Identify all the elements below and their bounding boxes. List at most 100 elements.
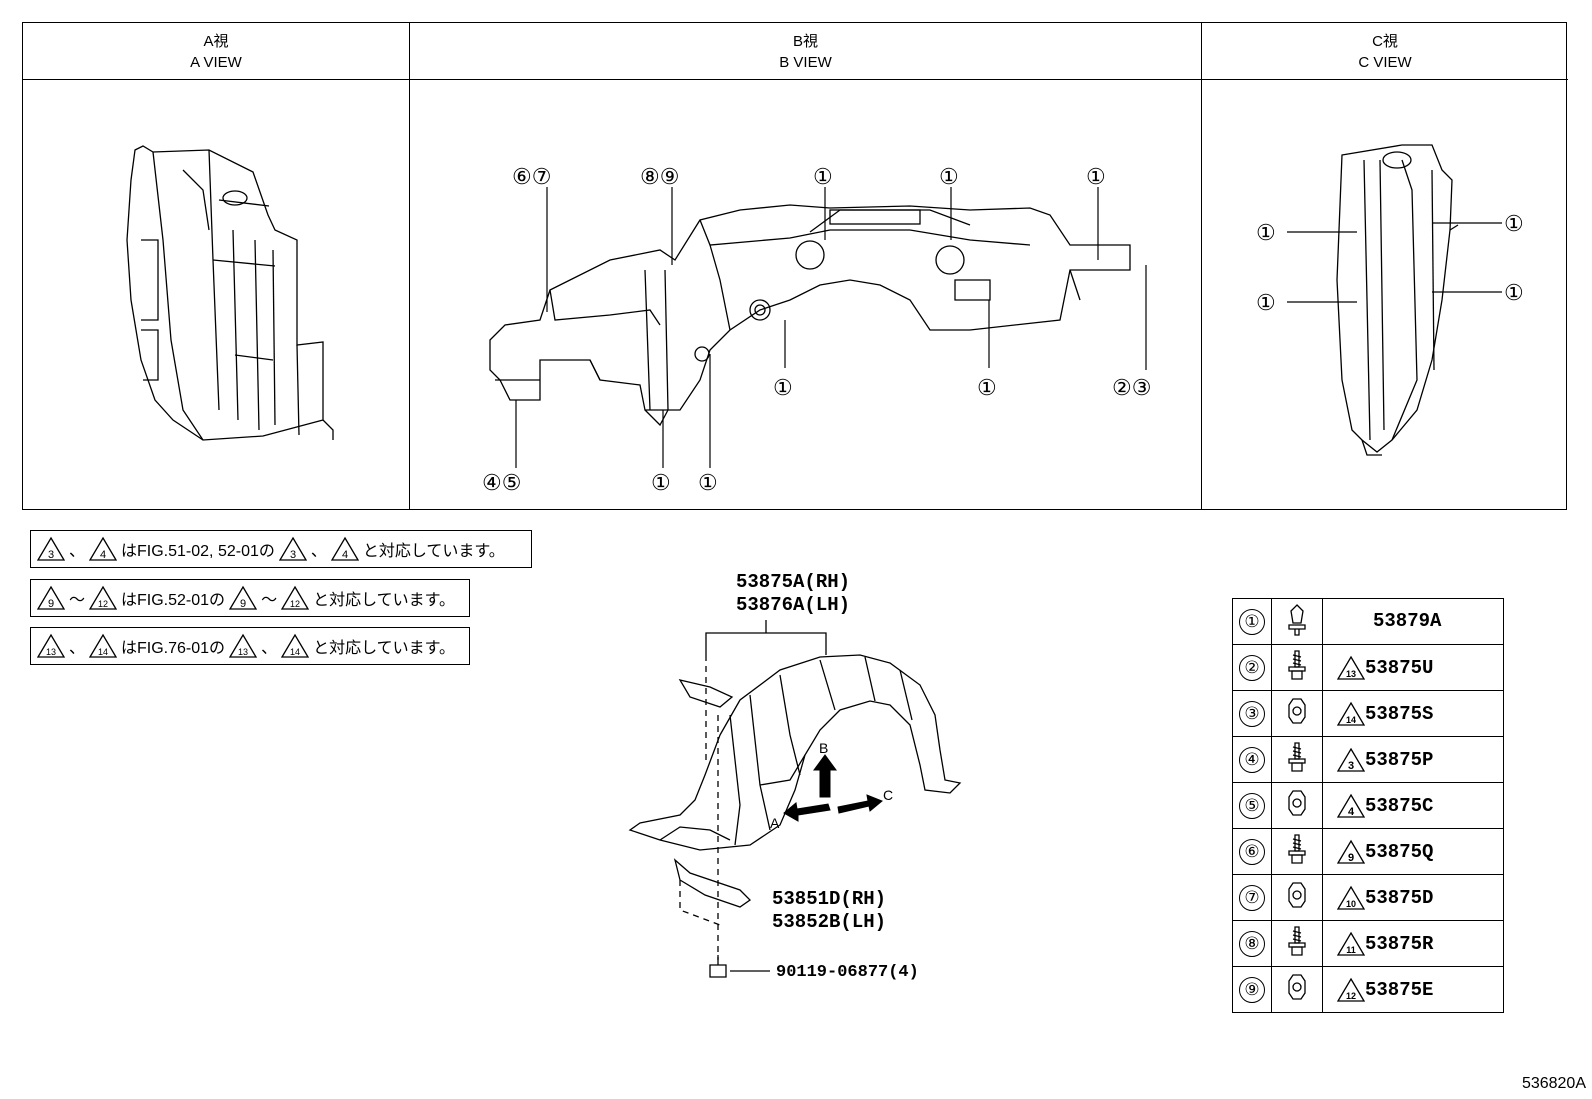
warning-triangle-icon: 4 [1336,793,1366,818]
svg-text:11: 11 [1346,945,1356,955]
screw-icon [1288,650,1306,680]
note-text: と対応しています。 [313,640,455,657]
bolt-part-number: 90119-06877(4) [776,963,919,982]
b-view-drawing: ⑥⑦ ⑧⑨ ① ① ① ① ① ②③ ④⑤ ① ① [482,164,1151,495]
callout-2-3: ②③ [1112,375,1151,400]
nut-icon [1288,698,1306,724]
warning-triangle-icon: 12 [1336,977,1366,1002]
a-view-title-en: A VIEW [190,54,242,71]
note-text: はFIG.76-01の [121,640,226,657]
screw-icon [1288,834,1306,864]
warning-triangle-icon: 14 [89,633,118,658]
svg-text:13: 13 [1346,669,1356,679]
svg-text:9: 9 [48,598,54,610]
screw-icon [1288,926,1306,956]
svg-text:13: 13 [238,647,248,657]
svg-text:4: 4 [342,549,348,561]
warning-triangle-icon: 3 [37,536,65,561]
c-callout-1-b: ① [1256,290,1276,315]
svg-text:3: 3 [1348,760,1354,772]
legend-part-number: 53875S [1365,702,1434,725]
screw-icon [1288,742,1306,772]
legend-part-number: 53875Q [1365,840,1434,863]
a-view-drawing [126,145,334,441]
warning-triangle-icon: 14 [1336,701,1366,726]
warning-triangle-icon: 3 [278,536,307,561]
drawing-code: 536820A [1521,1075,1586,1092]
callout-8-9: ⑧⑨ [640,164,679,189]
fender-liner-drawing: A B C [628,620,962,978]
direction-a-label: A [770,815,780,831]
warning-triangle-icon: 12 [89,585,118,610]
callout-1-top-a: ① [813,164,833,189]
legend-number: ⑥ [1239,838,1265,865]
b-view-title-en: B VIEW [779,54,832,71]
legend-part-number: 53875E [1365,978,1434,1001]
view-panels: A視 A VIEW [22,22,1568,510]
svg-text:10: 10 [1346,899,1356,909]
c-view-title-jp: C視 [1372,33,1398,50]
legend-number: ② [1239,654,1265,681]
seal-lh-part-number: 53852B(LH) [772,911,887,933]
callout-4-5: ④⑤ [482,470,521,495]
legend-number: ③ [1239,700,1265,727]
warning-triangle-icon: 9 [37,585,65,610]
warning-triangle-icon: 14 [281,633,310,658]
warning-triangle-icon: 10 [1336,885,1366,910]
direction-c-label: C [883,787,893,803]
c-callout-1-c: ① [1504,211,1524,236]
callout-1-top-c: ① [1086,164,1106,189]
svg-text:14: 14 [290,647,300,657]
legend-part-number: 53875P [1365,748,1434,771]
svg-text:4: 4 [100,549,106,561]
svg-text:12: 12 [98,599,108,609]
c-view-title-en: C VIEW [1358,54,1412,71]
warning-triangle-icon: 9 [1336,839,1366,864]
legend-part-number: 53875D [1365,886,1434,909]
svg-text:3: 3 [290,549,296,561]
warning-triangle-icon: 12 [281,585,310,610]
legend-part-number: 53879A [1373,610,1442,633]
svg-text:3: 3 [48,549,54,561]
svg-text:9: 9 [1348,852,1354,864]
legend-part-number: 53875C [1365,794,1434,817]
c-view-header: C視 C VIEW [1202,23,1568,80]
nut-icon [1288,882,1306,908]
warning-triangle-icon: 13 [37,633,65,658]
svg-text:4: 4 [1348,806,1355,818]
note-text: 、 [69,640,86,657]
seal-rh-part-number: 53851D(RH) [772,888,887,910]
note-text: 、 [261,640,278,657]
legend-row: ⑥ 9 53875Q [1232,828,1504,875]
b-view-panel: B視 B VIEW [409,23,1201,509]
note-text: はFIG.51-02, 52-01の [121,543,275,560]
nut-icon [1288,974,1306,1000]
a-view-panel: A視 A VIEW [23,23,409,509]
warning-triangle-icon: 9 [229,585,258,610]
callout-1-bot-b: ① [698,470,718,495]
c-view-drawing: ① ① ① ① [1256,144,1524,456]
nut-icon [1288,790,1306,816]
svg-text:14: 14 [98,647,108,657]
note-text: ～ [261,592,278,609]
legend-number: ⑦ [1239,884,1265,911]
warning-triangle-icon: 4 [330,536,359,561]
warning-triangle-icon: 13 [1336,655,1366,680]
note-text: と対応しています。 [313,592,455,609]
b-view-title-jp: B視 [792,33,818,50]
warning-triangle-icon: 3 [1336,747,1366,772]
c-callout-1-d: ① [1504,280,1524,305]
note-text: と対応しています。 [362,543,505,560]
c-view-panel: C視 C VIEW ① ① ① [1201,23,1568,509]
liner-rh-part-number: 53875A(RH) [736,571,851,593]
warning-triangle-icon: 4 [89,536,118,561]
